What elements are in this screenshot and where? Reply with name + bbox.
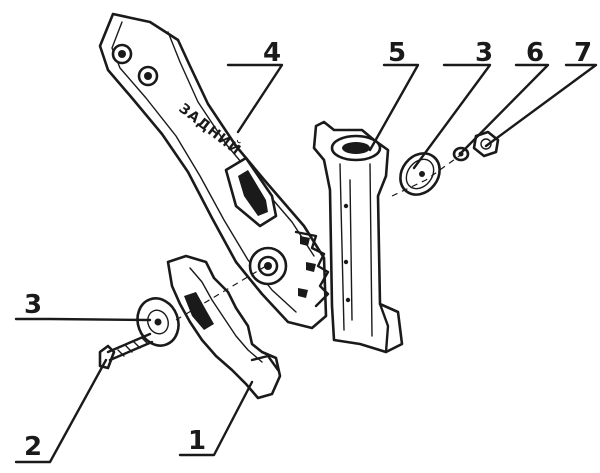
callout-1: 1 <box>188 426 206 456</box>
part-4-rear-bracket: ЗАДНИЙ <box>98 12 330 330</box>
callout-3-right: 3 <box>475 38 493 68</box>
callout-3-left: 3 <box>24 290 42 320</box>
part-3-washer-right <box>399 152 441 196</box>
callout-7: 7 <box>574 38 592 68</box>
callout-5: 5 <box>388 38 406 68</box>
callout-2: 2 <box>24 432 42 462</box>
part-1-curved-cover <box>166 254 282 400</box>
part-5-channel-housing <box>312 120 404 354</box>
part-3-washer-left <box>136 297 180 347</box>
part-7-nut <box>472 130 500 158</box>
callout-4: 4 <box>263 38 281 68</box>
callout-6: 6 <box>526 38 544 68</box>
leader-lines <box>14 63 598 464</box>
